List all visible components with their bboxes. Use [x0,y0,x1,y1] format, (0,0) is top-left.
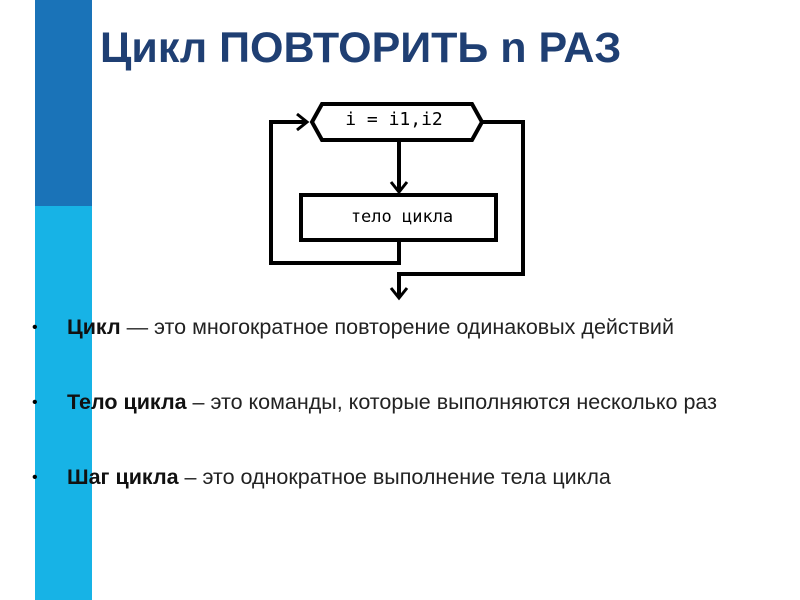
definition-term: Тело цикла [67,390,187,414]
arrowhead-return [296,112,310,132]
definition-text: – это команды, которые выполняются неско… [186,390,717,414]
decor-bar-dark [35,0,92,206]
definition-term: Шаг цикла [67,465,179,489]
slide-title: Цикл ПОВТОРИТЬ n РАЗ [100,24,622,72]
loop-body-text: тело цикла [351,207,453,227]
arrowhead-to-body [389,181,409,195]
definition-text: – это однократное выполнение тела цикла [178,465,611,489]
definition-cycle: • Цикл — это многократное повторение оди… [32,312,770,343]
definition-loop-step: • Шаг цикла – это однократное выполнение… [32,462,770,493]
definition-term: Цикл [67,315,121,339]
loop-exit-line [397,120,525,298]
loop-return-line [269,120,401,265]
bullet-dot-icon: • [32,394,38,411]
definitions-list: • Цикл — это многократное повторение оди… [32,312,770,493]
definition-loop-body: • Тело цикла – это команды, которые выпо… [32,387,770,418]
loop-header-text: i = i1,i2 [345,109,443,130]
bullet-dot-icon: • [32,469,38,486]
loop-body-block [299,193,498,242]
definition-text: — это многократное повторение одинаковых… [120,315,674,339]
decor-bar-light [35,206,92,600]
bullet-dot-icon: • [32,319,38,336]
arrowhead-exit [389,287,409,301]
